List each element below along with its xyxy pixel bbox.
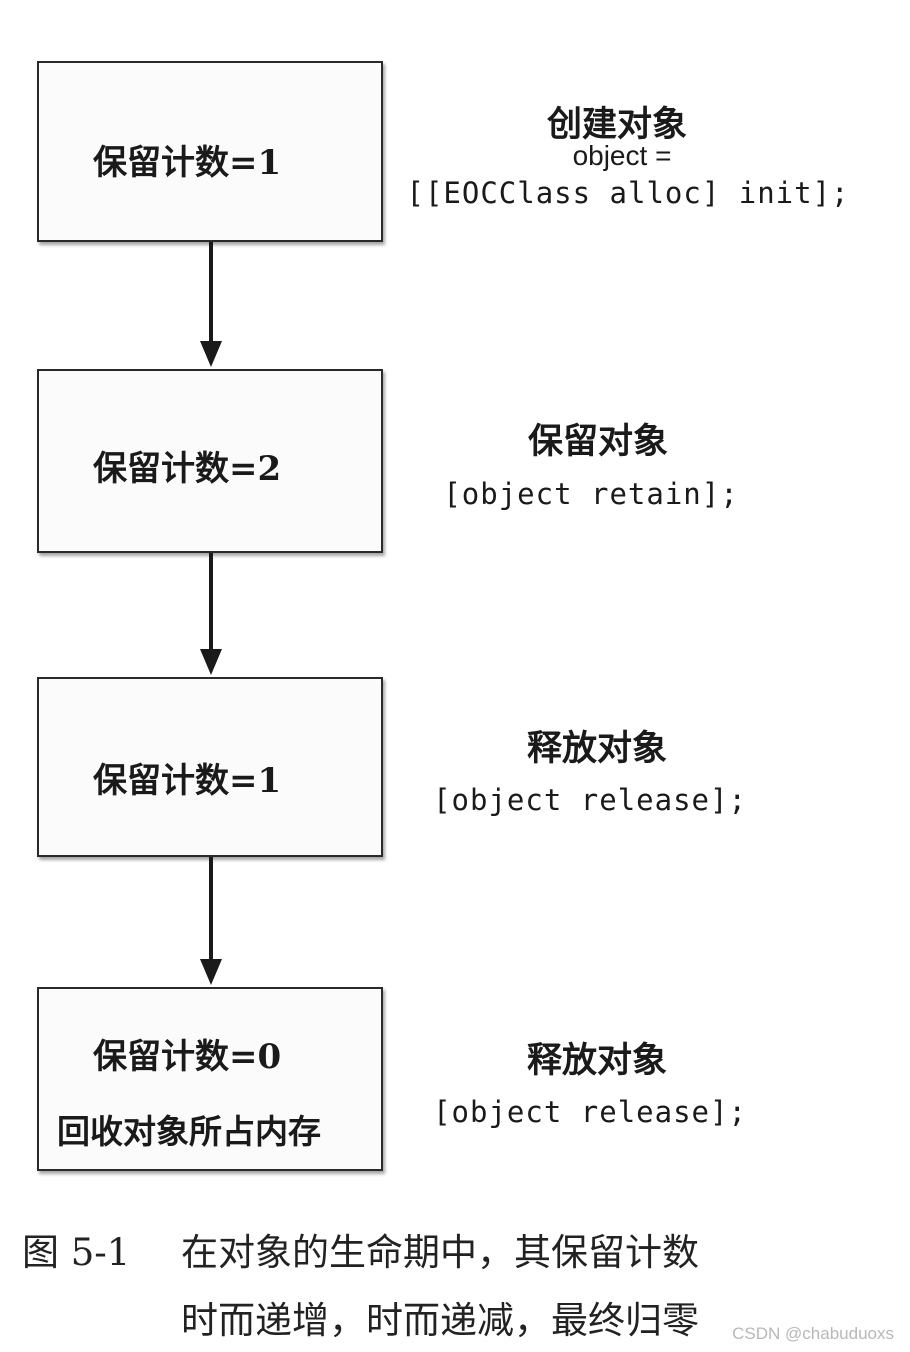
arrow-shaft — [209, 242, 213, 345]
step-title-retain: 保留对象 — [527, 422, 669, 462]
down-arrow-2 — [200, 553, 222, 677]
arrow-head — [200, 341, 222, 367]
retain-count-label: 保留计数=2 — [93, 449, 282, 489]
step-code-create-line-2: [[EOCClass alloc] init]; — [406, 176, 850, 210]
retain-count-box-1: 保留计数=1 — [37, 61, 383, 242]
step-title-release-1: 释放对象 — [526, 729, 668, 769]
step-code-release-2: [object release]; — [433, 1095, 747, 1129]
retain-count-box-4: 保留计数=0 回收对象所占内存 — [37, 987, 383, 1171]
dealloc-note: 回收对象所占内存 — [57, 1112, 321, 1151]
arrow-shaft — [209, 857, 213, 963]
down-arrow-3 — [200, 857, 222, 987]
figure-number: 图 5-1 — [22, 1231, 131, 1274]
figure-caption-line-2: 时而递增，时而递减，最终归零 — [181, 1299, 699, 1342]
arrow-head — [200, 959, 222, 985]
arrow-shaft — [209, 553, 213, 653]
retain-count-box-3: 保留计数=1 — [37, 677, 383, 857]
step-title-release-2: 释放对象 — [526, 1041, 668, 1081]
watermark: CSDN @chabuduoxs — [732, 1324, 894, 1343]
arrow-head — [200, 649, 222, 675]
retain-count-label: 保留计数=0 — [93, 1037, 282, 1077]
retain-count-label: 保留计数=1 — [93, 761, 282, 801]
step-title-create: 创建对象 — [546, 105, 688, 145]
retain-count-box-2: 保留计数=2 — [37, 369, 383, 553]
step-code-retain: [object retain]; — [443, 477, 739, 511]
figure-caption-line-1: 在对象的生命期中，其保留计数 — [181, 1231, 699, 1274]
down-arrow-1 — [200, 242, 222, 369]
retain-count-label: 保留计数=1 — [93, 143, 282, 183]
step-code-release-1: [object release]; — [433, 783, 747, 817]
step-code-create-line-1: object = — [572, 140, 672, 171]
